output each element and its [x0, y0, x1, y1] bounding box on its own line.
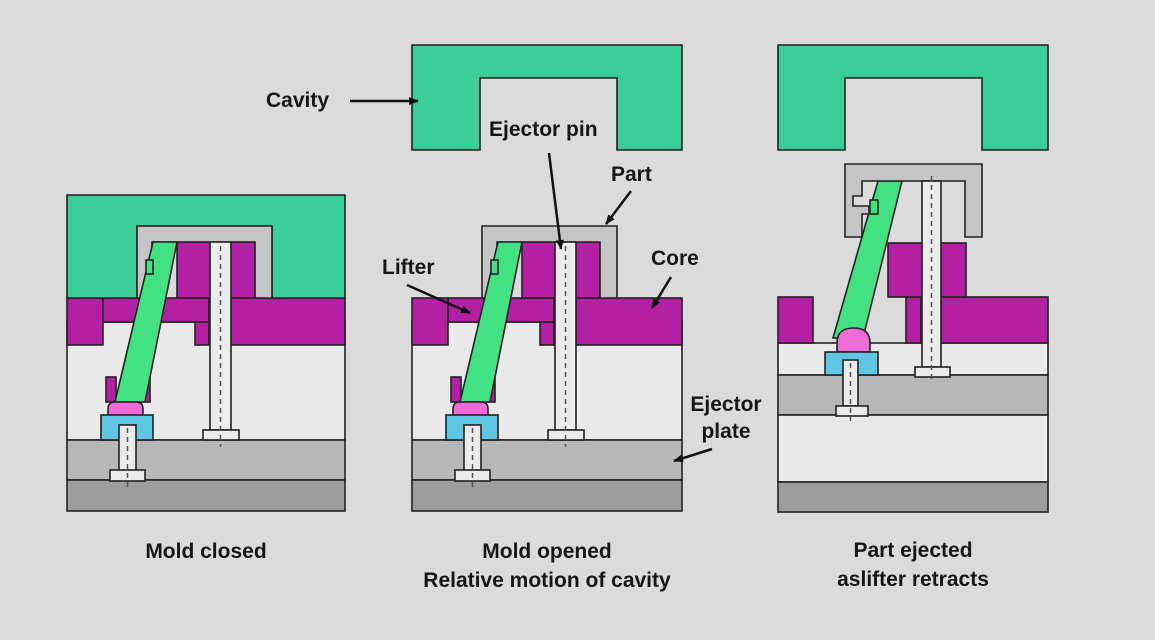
- cavity-block: [411, 44, 683, 151]
- retaining-pin-head: [835, 405, 869, 417]
- core-plate-right-foot: [575, 297, 683, 346]
- lifter-guide-left: [105, 376, 117, 403]
- core-label: Core: [651, 247, 699, 270]
- ejector-plate-arrow: [673, 447, 713, 463]
- ejector-plate: [411, 439, 683, 481]
- lifter-label: Lifter: [382, 256, 435, 279]
- lifter-foot: [836, 327, 871, 353]
- core-plate-center-foot: [194, 321, 210, 346]
- core-arrow: [650, 276, 673, 309]
- ejector-pin-arrow: [547, 152, 564, 250]
- bottom-clamp-plate: [411, 479, 683, 512]
- lifter-shape: [113, 241, 178, 403]
- panel-mold-closed: [66, 194, 346, 512]
- core-plate-left-foot: [777, 296, 814, 344]
- bottom-clamp-plate: [66, 479, 346, 512]
- part-label: Part: [611, 163, 652, 186]
- cavity-block: [777, 44, 1049, 151]
- ejector-pin-base: [914, 366, 951, 378]
- lifter-undercut-notch: [145, 259, 154, 275]
- lifter-shape: [458, 241, 523, 403]
- lifter-undercut-notch: [869, 199, 879, 215]
- lifter-foot: [107, 401, 144, 417]
- spacer-block: [777, 414, 1049, 483]
- panel-part-ejected: [777, 44, 1049, 513]
- panel-mold-opened: [411, 44, 683, 512]
- ejected-part: [844, 163, 983, 238]
- core-plate-left-foot: [411, 297, 449, 346]
- support-block: [777, 342, 1049, 376]
- lifter-undercut-notch: [490, 259, 499, 275]
- lifter-arrow: [406, 283, 471, 315]
- core-plate-right-foot: [940, 296, 1049, 344]
- caption-part-ejected: Part ejected aslifter retracts: [837, 539, 989, 591]
- core-plate-left-foot: [66, 297, 104, 346]
- ejector-plate: [66, 439, 346, 481]
- ejector-pin-label: Ejector pin: [489, 118, 598, 141]
- core-plate-center-foot: [905, 296, 922, 344]
- bottom-clamp-plate: [777, 481, 1049, 513]
- cavity-label: Cavity: [266, 89, 330, 112]
- callout-arrows: [350, 97, 713, 463]
- lifter-guide-left: [450, 376, 462, 403]
- caption-mold-opened: Mold opened Relative motion of cavity: [423, 540, 671, 592]
- part-arrow: [605, 190, 632, 225]
- ejector-plate-raised: [777, 374, 1049, 416]
- lifter-foot: [452, 401, 489, 417]
- ejector-plate-label: Ejector plate: [690, 393, 762, 443]
- caption-mold-closed: Mold closed: [145, 540, 267, 563]
- core-plate-right-foot: [230, 297, 346, 346]
- core-plate-center-foot: [539, 321, 555, 346]
